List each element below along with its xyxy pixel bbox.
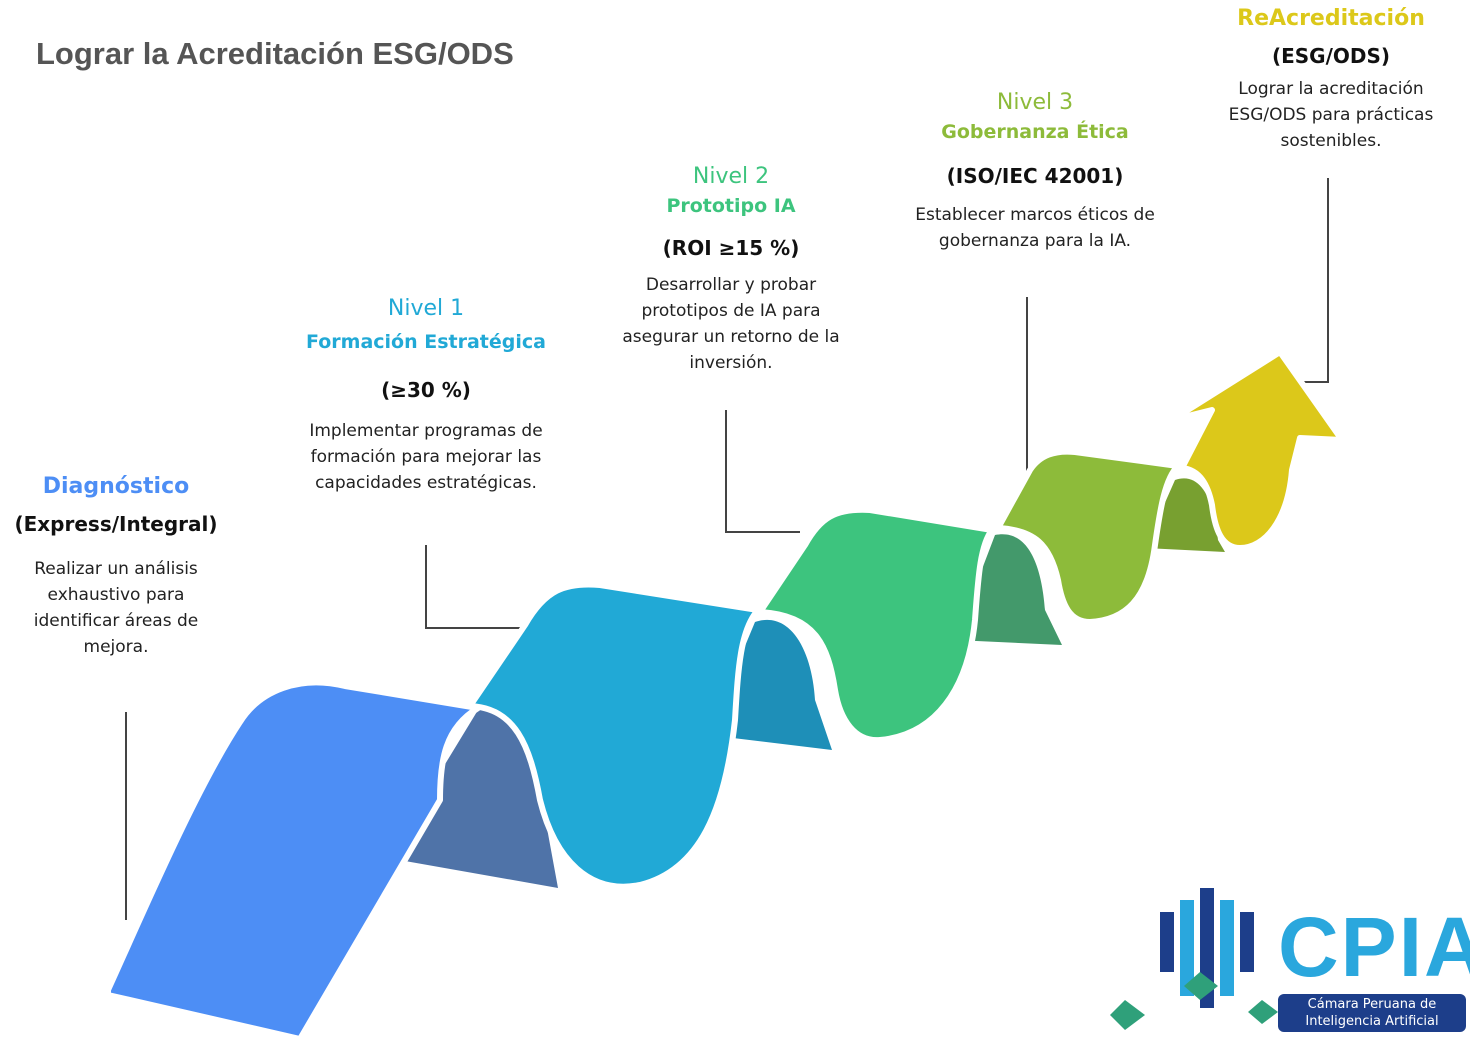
- step-nivel1-criterion: (≥30 %): [381, 378, 471, 402]
- shadow-segment-1: [388, 706, 558, 888]
- step-reacreditacion: ReAcreditación (ESG/ODS) Lograr la acred…: [1196, 4, 1466, 154]
- step-nivel1-description: Implementar programas de formación para …: [309, 421, 543, 493]
- step-nivel2-criterion: (ROI ≥15 %): [662, 236, 800, 260]
- cpia-logo-subtitle-line2: Inteligencia Artificial: [1305, 1014, 1439, 1029]
- step-nivel3-description: Establecer marcos éticos de gobernanza p…: [915, 205, 1155, 251]
- step-nivel1-heading: Nivel 1: [387, 296, 465, 321]
- shadow-segment-4: [1145, 478, 1225, 552]
- step-nivel2-subtitle: Prototipo IA: [666, 195, 796, 217]
- shadow-segment-2: [708, 619, 832, 750]
- shadow-segment-3: [955, 534, 1062, 645]
- step-nivel1-ribbon: [467, 581, 761, 890]
- step-nivel3-criterion: (ISO/IEC 42001): [946, 164, 1124, 188]
- step-reacreditacion-description: Lograr la acreditación ESG/ODS para prác…: [1228, 79, 1434, 151]
- step-diagnostico-ribbon: [105, 679, 481, 1039]
- step-nivel2-ribbon: [757, 506, 995, 744]
- connector-nivel2: [725, 410, 800, 533]
- connector-nivel1: [425, 545, 520, 629]
- step-nivel1: Nivel 1 Formación Estratégica (≥30 %) Im…: [276, 294, 576, 496]
- cpia-logo-mark: [1110, 888, 1278, 1030]
- step-nivel2: Nivel 2 Prototipo IA (ROI ≥15 %) Desarro…: [598, 162, 864, 376]
- step-nivel3-subtitle: Gobernanza Ética: [941, 121, 1129, 143]
- connector-lines: [125, 178, 1329, 920]
- step-nivel3-heading: Nivel 3: [996, 90, 1074, 115]
- step-diagnostico-description: Realizar un análisis exhaustivo para ide…: [33, 559, 199, 657]
- step-nivel3: Nivel 3 Gobernanza Ética (ISO/IEC 42001)…: [890, 88, 1180, 254]
- step-diagnostico-heading: Diagnóstico: [42, 474, 190, 499]
- step-nivel3-ribbon: [995, 448, 1181, 625]
- step-reacreditacion-arrow: [1169, 349, 1345, 551]
- step-reacreditacion-criterion: (ESG/ODS): [1271, 44, 1391, 68]
- cpia-logo-subtitle-line1: Cámara Peruana de: [1307, 997, 1437, 1012]
- step-reacreditacion-heading: ReAcreditación: [1237, 6, 1425, 31]
- step-diagnostico: Diagnóstico (Express/Integral) Realizar …: [2, 472, 230, 660]
- step-nivel2-description: Desarrollar y probar prototipos de IA pa…: [622, 275, 840, 373]
- cpia-logo-subtitle: Cámara Peruana de Inteligencia Artificia…: [1278, 994, 1466, 1032]
- step-diagnostico-criterion: (Express/Integral): [14, 512, 218, 536]
- step-nivel1-subtitle: Formación Estratégica: [306, 331, 546, 353]
- step-nivel2-heading: Nivel 2: [692, 164, 770, 189]
- cpia-logo-text: CPIA: [1278, 900, 1470, 994]
- connector-reacreditacion: [1300, 178, 1329, 383]
- page-title: Lograr la Acreditación ESG/ODS: [36, 36, 514, 71]
